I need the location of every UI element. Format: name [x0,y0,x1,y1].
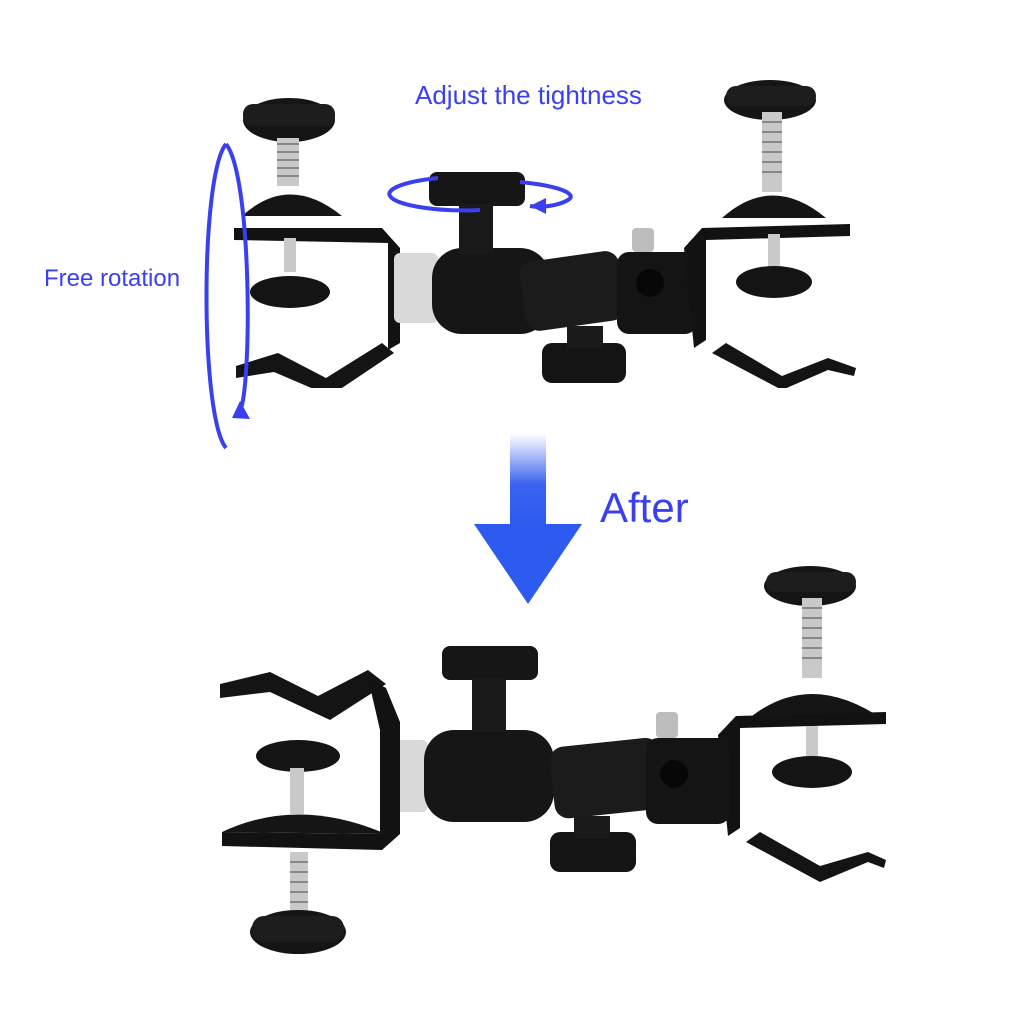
adjust-tightness-label: Adjust the tightness [415,80,642,110]
clamp-before-image [234,80,856,388]
left-u-clamp [234,98,400,388]
clamp-after-image [220,566,886,954]
right-u-clamp-after [718,566,886,882]
after-label: After [600,484,689,531]
down-arrow-icon [474,434,582,604]
right-u-clamp [684,80,856,388]
center-swivel-body [394,172,697,383]
horizontal-rotation-arrow-icon [387,176,573,214]
free-rotation-label: Free rotation [44,265,181,292]
center-swivel-body-after [382,646,730,872]
left-u-clamp-after [220,670,400,954]
vertical-rotation-arrow-icon [204,142,250,450]
